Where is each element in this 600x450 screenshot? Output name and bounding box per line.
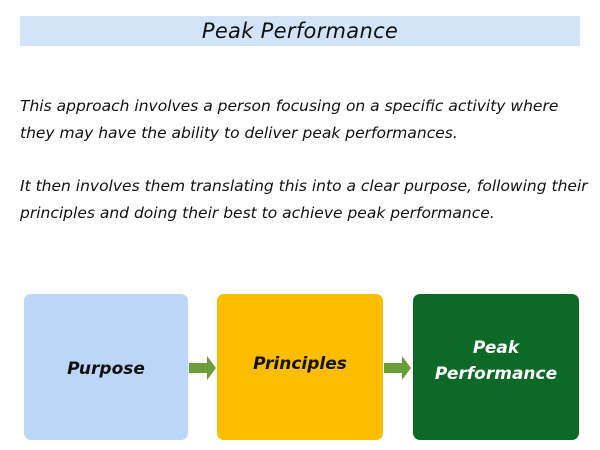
peak-performance-label: Peak Performance bbox=[434, 338, 558, 384]
purpose-label: Purpose bbox=[67, 359, 145, 379]
principles-box: Principles bbox=[217, 294, 383, 440]
principles-label: Principles bbox=[253, 354, 347, 374]
intro-paragraph: This approach involves a person focusing… bbox=[20, 97, 559, 142]
title-bar: Peak Performance bbox=[20, 16, 580, 46]
peak-performance-box: Peak Performance bbox=[413, 294, 579, 440]
purpose-box: Purpose bbox=[24, 294, 188, 440]
page-title: Peak Performance bbox=[201, 19, 399, 43]
detail-paragraph: It then involves them translating this i… bbox=[20, 177, 588, 222]
right-arrow-icon bbox=[384, 356, 411, 380]
right-arrow-icon bbox=[189, 356, 216, 380]
